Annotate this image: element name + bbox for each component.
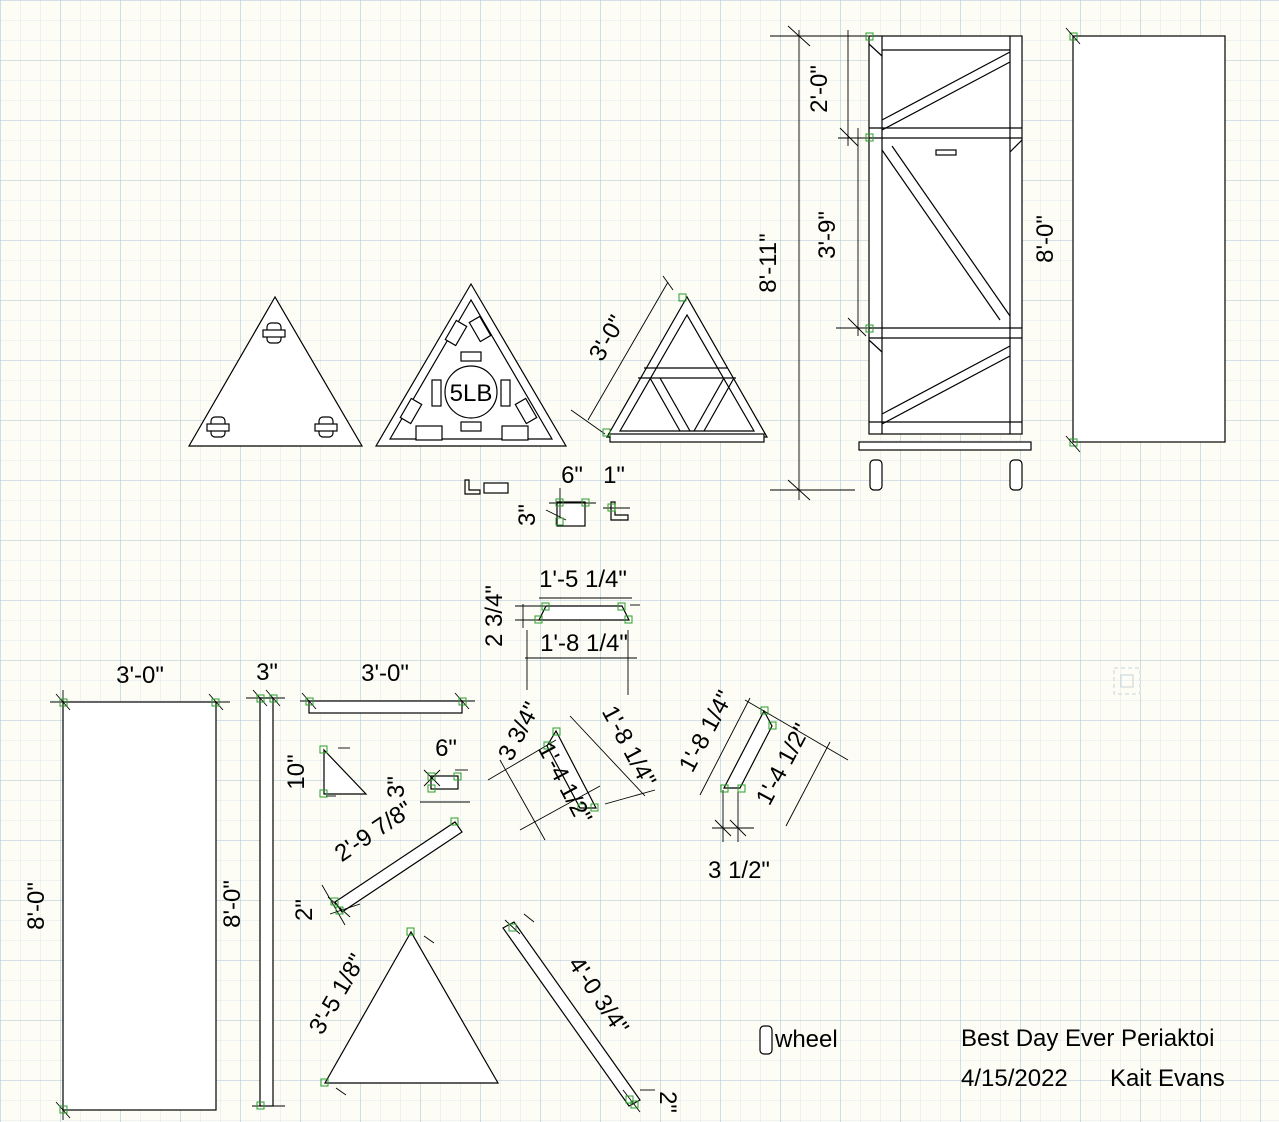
mid-section-dim: 3'-9" bbox=[814, 211, 841, 259]
block-height-dim: 3" bbox=[383, 776, 410, 798]
caster-plan-view[interactable] bbox=[187, 295, 364, 447]
cleat-depth-dim: 2 3/4" bbox=[481, 585, 508, 647]
drawing-title: Best Day Ever Periaktoi bbox=[961, 1025, 1214, 1052]
title-block: Best Day Ever Periaktoi 4/15/2022 Kait E… bbox=[961, 1025, 1225, 1092]
side-panel-elevation[interactable]: 8'-0" bbox=[1032, 27, 1226, 453]
drawing-author: Kait Evans bbox=[1110, 1065, 1225, 1092]
long-brace-width-dim: 2" bbox=[654, 1091, 681, 1113]
cleat-outer-length-dim: 1'-8 1/4" bbox=[540, 630, 628, 657]
total-height-dim: 8'-11" bbox=[755, 233, 782, 292]
bracket-height-dim: 3" bbox=[514, 504, 541, 526]
bracket-details[interactable]: 6" 1" 3" bbox=[464, 462, 630, 527]
wheel-legend-label: wheel bbox=[774, 1026, 838, 1053]
panel-height-dim: 8'-0" bbox=[1032, 215, 1059, 263]
right-cleat-width-dim: 3 1/2" bbox=[708, 857, 770, 884]
panel-cut-piece[interactable]: 3'-0" 8'-0" bbox=[23, 662, 230, 1120]
wheel-symbol-icon bbox=[759, 1025, 773, 1055]
drawing-date: 4/15/2022 bbox=[961, 1065, 1068, 1092]
panel-height-cut-dim: 8'-0" bbox=[23, 882, 50, 930]
stile-height-dim: 8'-0" bbox=[219, 880, 246, 928]
bracket-lip-dim: 1" bbox=[603, 462, 625, 489]
bracket-width-dim: 6" bbox=[561, 462, 583, 489]
stile-width-dim: 3" bbox=[256, 659, 278, 686]
top-rail-length-dim: 3'-0" bbox=[361, 660, 409, 687]
weight-plan-view[interactable]: 5LB bbox=[374, 282, 568, 447]
panel-width-dim: 3'-0" bbox=[116, 662, 164, 689]
gusset-piece[interactable]: 10" bbox=[283, 745, 368, 798]
stile-cut-piece[interactable]: 3" 8'-0" bbox=[219, 659, 285, 1110]
origin-marker bbox=[1113, 667, 1141, 695]
gusset-height-dim: 10" bbox=[283, 754, 310, 789]
diagonal-brace-width-dim: 2" bbox=[291, 899, 318, 921]
block-piece[interactable]: 6" 3" bbox=[383, 735, 470, 803]
weight-label: 5LB bbox=[450, 380, 493, 407]
top-section-dim: 2'-0" bbox=[806, 65, 833, 113]
legend: wheel bbox=[759, 1025, 838, 1055]
shelf-cleat-detail[interactable]: 1'-5 1/4" 2 3/4" 1'-8 1/4" bbox=[481, 566, 640, 695]
block-width-dim: 6" bbox=[435, 735, 457, 762]
front-elevation[interactable]: 8'-11" 2'-0" 3'-9" bbox=[755, 25, 1032, 501]
top-rail-cut-piece[interactable]: 3'-0" bbox=[300, 660, 475, 714]
cleat-inner-length-dim: 1'-5 1/4" bbox=[539, 566, 627, 593]
